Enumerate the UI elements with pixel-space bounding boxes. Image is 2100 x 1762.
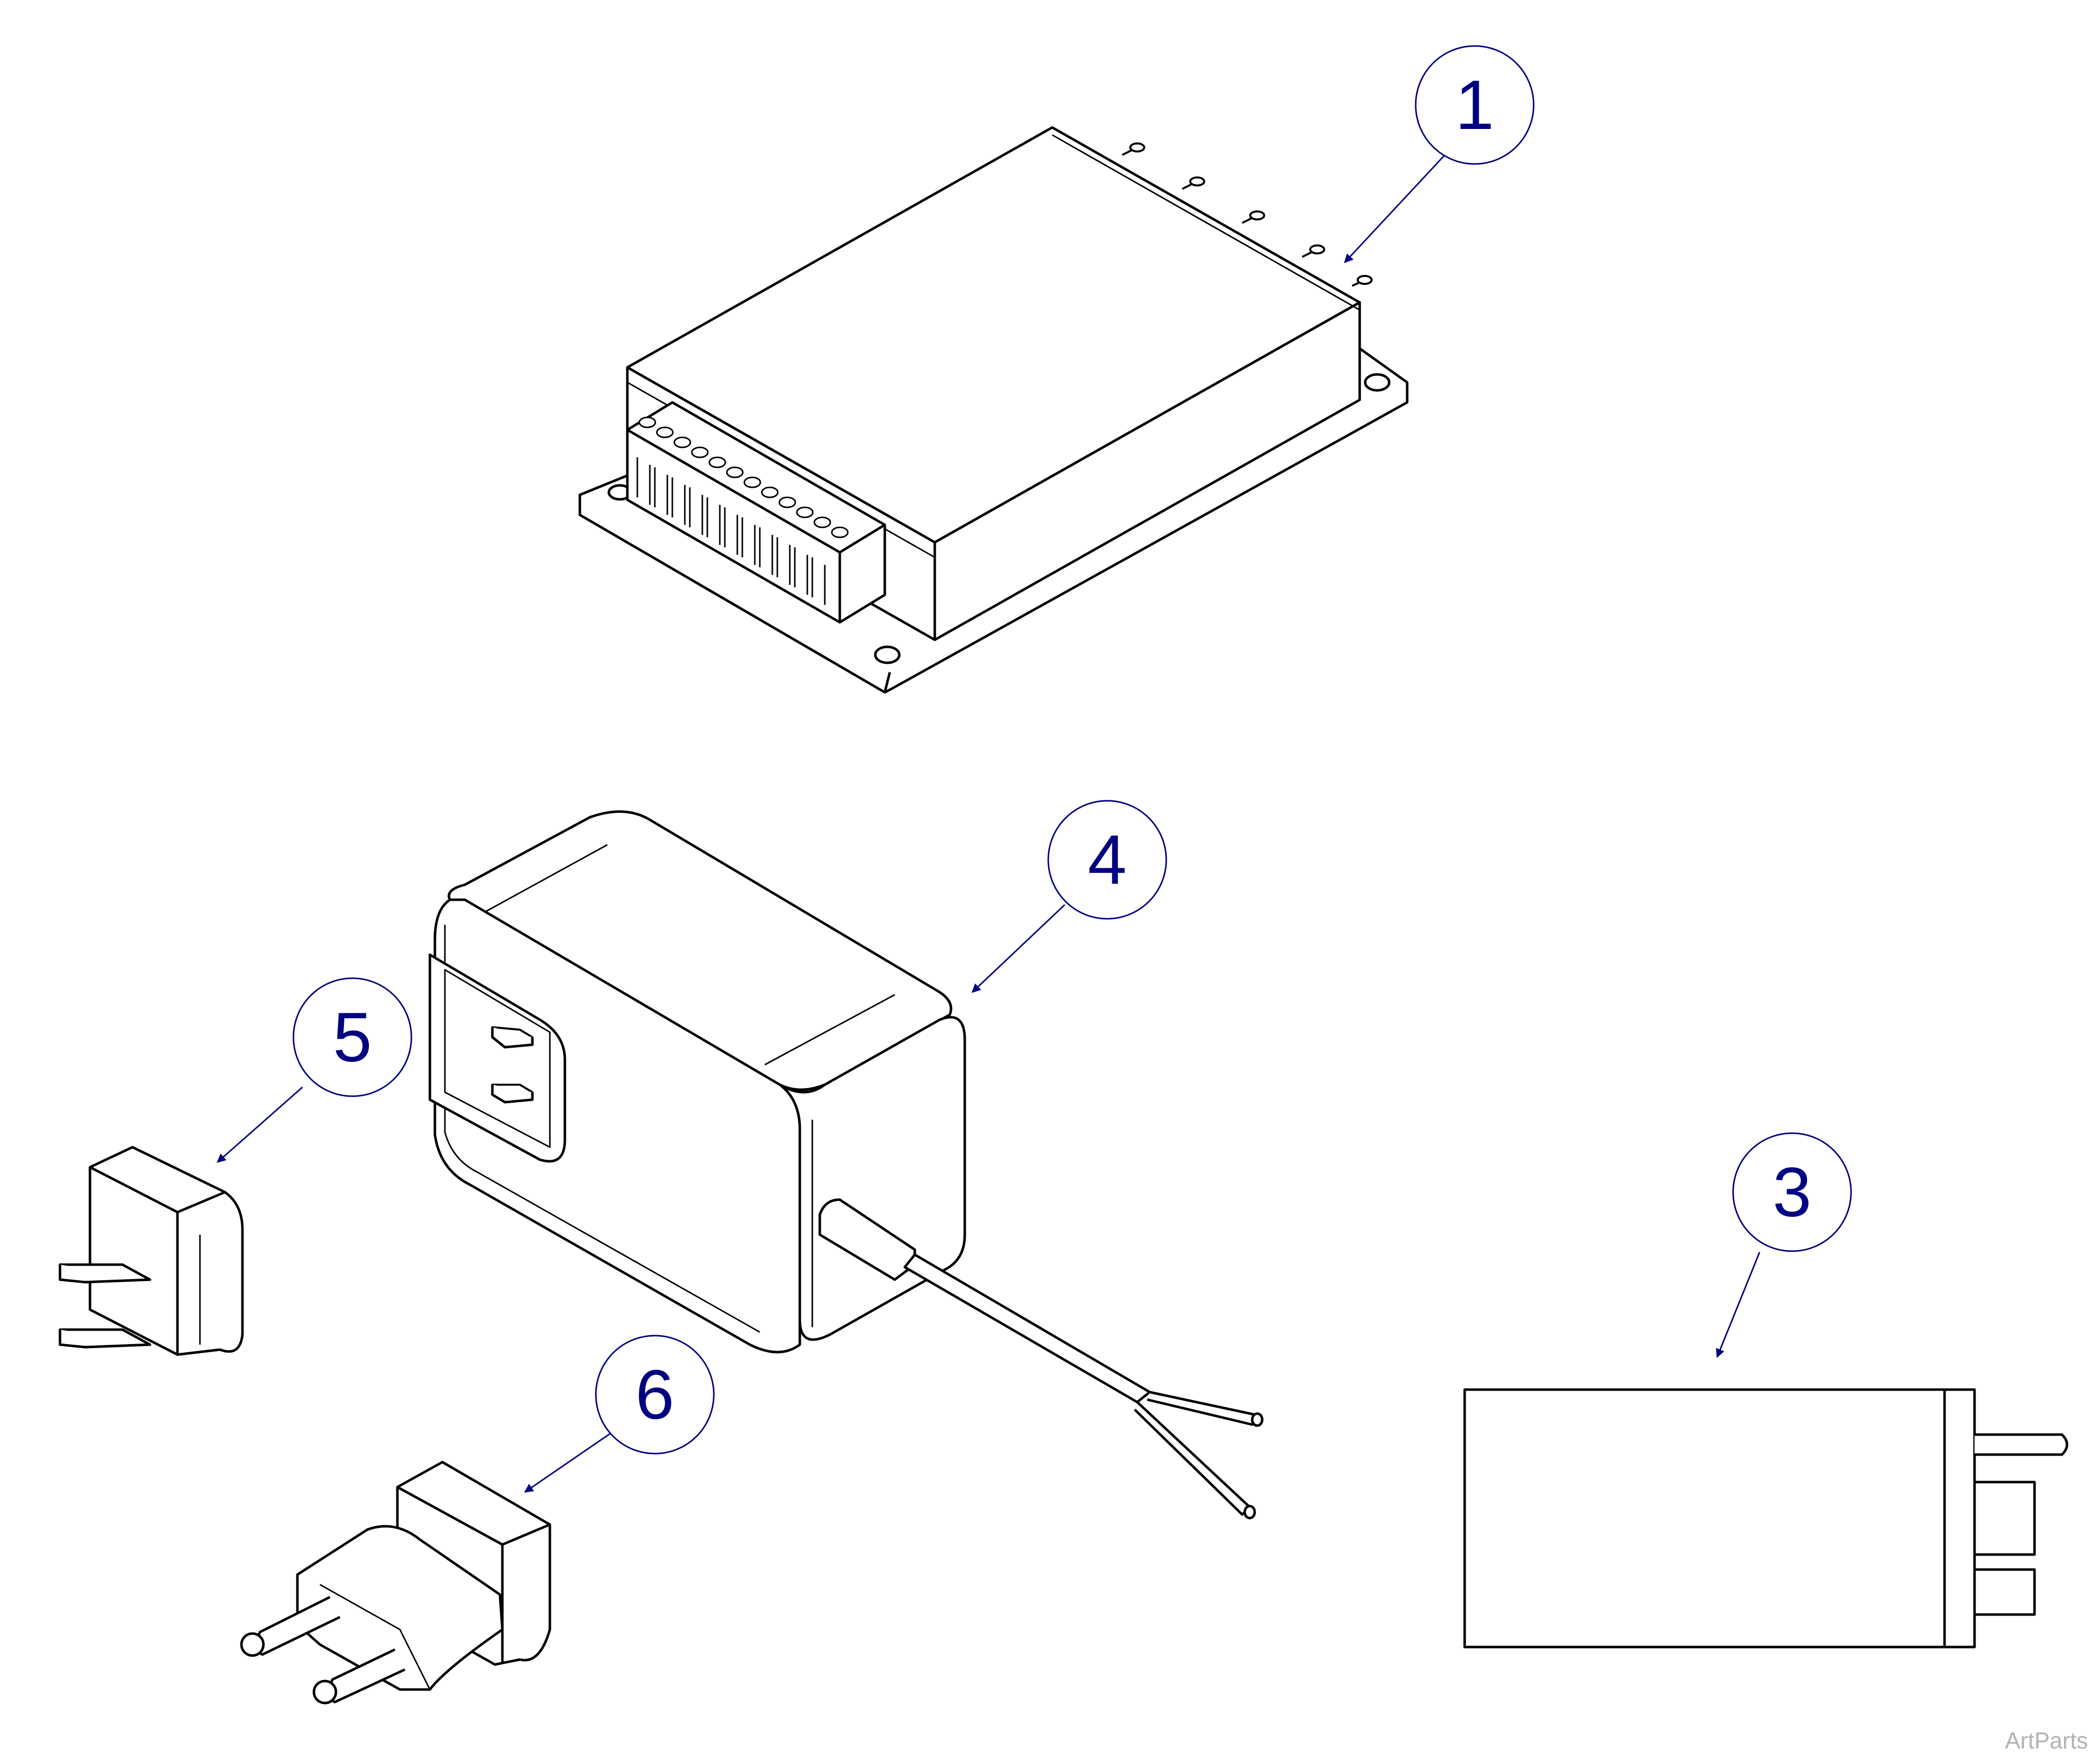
part-3-relay — [1463, 1388, 2069, 1649]
callout-5-label: 5 — [333, 998, 372, 1076]
leader-5 — [216, 1086, 303, 1163]
callout-4: 4 — [1047, 800, 1167, 920]
callout-6: 6 — [595, 1335, 715, 1455]
callout-3-label: 3 — [1773, 1153, 1812, 1231]
part-6-eu-plug — [240, 1461, 551, 1705]
part-5-uk-plug — [58, 1146, 244, 1356]
part-4-power-supply — [428, 810, 1264, 1520]
leader-6 — [524, 1431, 613, 1493]
callout-3: 3 — [1732, 1132, 1852, 1252]
callout-1-label: 1 — [1455, 65, 1494, 144]
leader-3 — [1716, 1252, 1761, 1358]
leader-1 — [1344, 151, 1448, 263]
callout-4-label: 4 — [1088, 820, 1127, 899]
part-1-module — [578, 126, 1409, 694]
watermark: ArtParts — [2005, 1728, 2088, 1754]
callout-5: 5 — [292, 977, 412, 1097]
callout-6-label: 6 — [635, 1355, 674, 1434]
leader-4 — [971, 904, 1066, 993]
callout-1: 1 — [1415, 45, 1535, 165]
